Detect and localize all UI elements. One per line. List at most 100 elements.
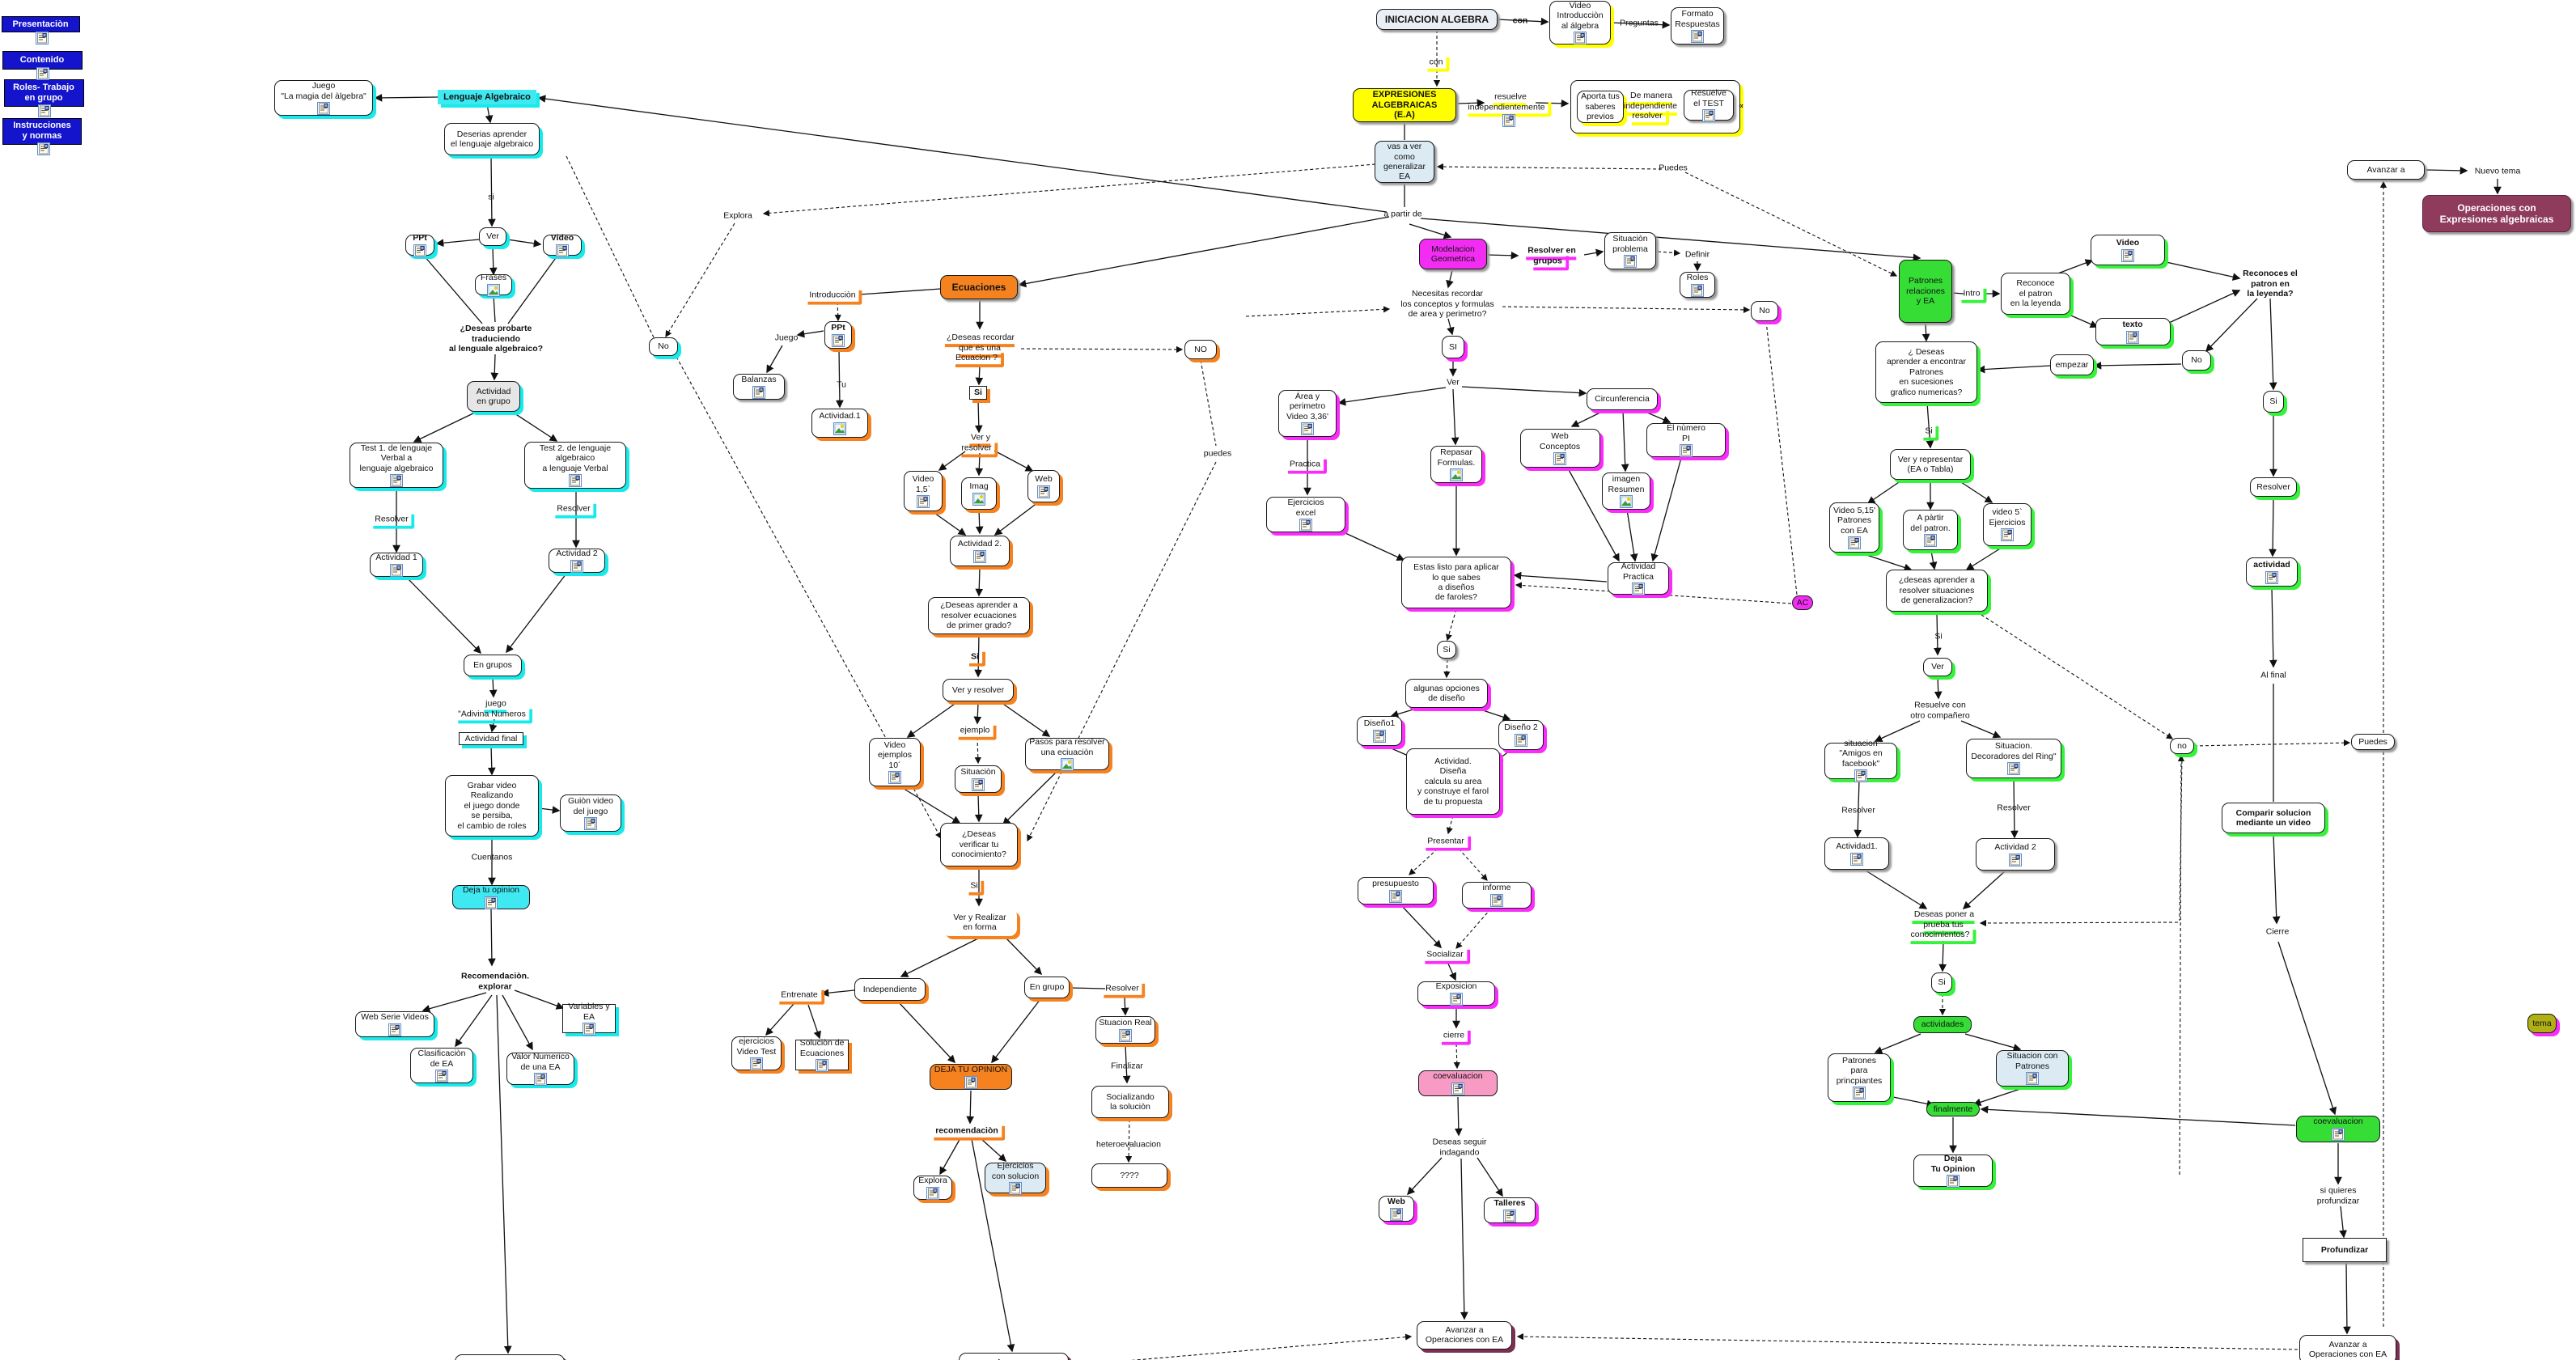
actividad-en-grupo[interactable]: Actividad en grupo <box>467 381 520 412</box>
actividades[interactable]: actividades <box>1913 1015 1972 1033</box>
doc-icon[interactable] <box>888 771 901 785</box>
doc-icon[interactable] <box>926 1186 939 1200</box>
operaciones-con-ea[interactable]: Operaciones con Expresiones algebraicas <box>2422 195 2571 232</box>
avanzar-op-ea-midright[interactable]: Avanzar a Operaciones con EA <box>1417 1320 1512 1349</box>
web-serie-videos[interactable]: Web Serie Videos <box>355 1011 434 1037</box>
deseas-encontrar-patrones[interactable]: ¿ Deseas aprender a encontrar Patrones e… <box>1875 341 1977 403</box>
doc-icon[interactable] <box>1373 729 1386 743</box>
actividad-2-left[interactable]: Actividad 2 <box>549 549 605 573</box>
informe[interactable]: informe <box>1462 881 1532 909</box>
el-numero-pi[interactable]: El nùmero PI <box>1646 423 1726 457</box>
doc-icon[interactable] <box>1702 108 1715 122</box>
presupuesto[interactable]: presupuesto <box>1358 877 1434 905</box>
interrogantes[interactable]: ???? <box>1091 1163 1167 1188</box>
reconoce-patron-leyenda[interactable]: Reconoce el patron en la leyenda <box>2001 273 2070 315</box>
doc-icon[interactable] <box>2007 761 2020 775</box>
btn-presentacion[interactable]: Presentaciòn <box>1 16 80 32</box>
doc-icon[interactable] <box>2126 330 2139 344</box>
video-515-patrones[interactable]: Video 5,15' Patrones con EA <box>1829 502 1879 553</box>
patrones-principiantes[interactable]: Patrones para princpiantes <box>1828 1053 1891 1102</box>
algunas-opciones[interactable]: algunas opciones de diseño <box>1405 679 1488 708</box>
lenguaje-algebraico[interactable]: Lenguaje Algebraico <box>438 90 536 104</box>
doc-icon[interactable] <box>1853 1087 1866 1100</box>
doc-icon[interactable] <box>752 385 765 399</box>
profundizar[interactable]: Profundizar <box>2303 1238 2387 1262</box>
doc-icon[interactable] <box>1502 114 1515 127</box>
doc-icon[interactable] <box>1574 32 1587 45</box>
doc-icon[interactable] <box>2121 248 2134 262</box>
doc-icon[interactable] <box>2026 1071 2039 1085</box>
tema-node[interactable]: tema <box>2527 1014 2557 1033</box>
image-icon[interactable] <box>487 283 500 297</box>
image-icon[interactable] <box>1061 757 1074 771</box>
avanza-op-ea-mid[interactable]: Avanza a Operaciones con EA <box>959 1353 1069 1360</box>
test2-lenguaje[interactable]: Test 2. de lenguaje algebraico a lenguaj… <box>524 442 626 489</box>
btn-roles-trabajo[interactable]: Roles- Trabajo en grupo <box>3 79 84 107</box>
roles-geo[interactable]: Roles <box>1680 272 1715 298</box>
repasar-formulas[interactable]: Repasar Formulas. <box>1430 446 1482 483</box>
doc-icon[interactable] <box>973 549 986 563</box>
doc-icon[interactable] <box>37 142 50 155</box>
actividad-1-left[interactable]: Actividad 1 <box>370 553 423 577</box>
btn-instrucciones[interactable]: Instrucciones y normas <box>2 117 82 145</box>
coevaluacion-geo[interactable]: coevaluacion <box>1418 1070 1498 1096</box>
doc-icon[interactable] <box>964 1075 977 1089</box>
avanzar-a-top[interactable]: Avanzar a <box>2347 160 2425 180</box>
doc-icon[interactable] <box>38 104 51 117</box>
si-box-ecu[interactable]: Si <box>969 385 987 400</box>
doc-icon[interactable] <box>413 244 426 257</box>
doc-icon[interactable] <box>569 474 582 488</box>
deja-tu-opinion-patrones[interactable]: Deja Tu Opinion <box>1913 1154 1993 1188</box>
doc-icon[interactable] <box>556 244 569 257</box>
circunferencia[interactable]: Circunferencia <box>1587 388 1658 410</box>
actividad1-ecu[interactable]: Actividad.1 <box>811 409 868 438</box>
doc-icon[interactable] <box>1301 422 1314 436</box>
area-perimetro-video[interactable]: Área y perimetro Video 3,36' <box>1278 390 1337 437</box>
doc-icon[interactable] <box>583 1022 595 1036</box>
formato-respuestas[interactable]: Formato Respuestas <box>1671 7 1724 44</box>
solucion-ecuaciones[interactable]: Soluciòn de Ecuaciones <box>795 1038 849 1072</box>
no-ecu[interactable]: NO <box>1184 340 1217 359</box>
doc-icon[interactable] <box>1947 1174 1960 1188</box>
doc-icon[interactable] <box>36 67 49 80</box>
web-talleres-web[interactable]: Web <box>1379 1196 1414 1222</box>
doc-icon[interactable] <box>2009 853 2022 866</box>
video-5-ejercicios[interactable]: video 5` Ejercicios <box>1983 502 2032 546</box>
imag[interactable]: Imag <box>961 477 997 510</box>
si-geo[interactable]: SI <box>1442 336 1464 358</box>
doc-icon[interactable] <box>1848 536 1861 550</box>
doc-icon[interactable] <box>1503 1209 1516 1222</box>
ejercicios-excel[interactable]: Ejercicios excel <box>1266 497 1345 532</box>
ver-y-resolver-ecu[interactable]: Ver y resolver <box>943 679 1014 701</box>
pasos-resolver[interactable]: Pasos para resolver una eciuaciòn <box>1025 737 1109 771</box>
doc-icon[interactable] <box>1389 889 1402 903</box>
valor-numerico-ea[interactable]: Valor Numerico de una EA <box>506 1052 574 1086</box>
no-patrones[interactable]: No <box>2182 350 2211 371</box>
coevaluacion-right[interactable]: coevaluacion <box>2296 1115 2380 1142</box>
test1-lenguaje[interactable]: Test 1. de lenguaje Verbal a lenguaje al… <box>350 443 443 488</box>
expresiones-algebraicas[interactable]: EXPRESIONES ALGEBRAICAS (E.A) <box>1353 88 1456 122</box>
situacion-decoradores[interactable]: Situacion. Decoradores del Ring" <box>1966 738 2061 778</box>
explora-node[interactable]: Explora <box>913 1176 952 1200</box>
doc-icon[interactable] <box>388 1023 401 1036</box>
doc-icon[interactable] <box>485 896 498 909</box>
doc-icon[interactable] <box>1515 733 1527 747</box>
avanzar-op-ea-right[interactable]: Avanzar a Operaciones con EA <box>2299 1335 2396 1360</box>
ppt-ecu[interactable]: PPt <box>824 321 852 349</box>
vas-a-ver[interactable]: vas a ver como generalizar EA <box>1375 141 1434 183</box>
clasificacion-ea[interactable]: Clasificaciòn de EA <box>410 1048 473 1083</box>
doc-icon[interactable] <box>317 101 330 115</box>
diseno1[interactable]: Diseño1 <box>1357 715 1402 746</box>
aporta-saberes[interactable]: Aporta tus saberes previos <box>1577 91 1624 123</box>
doc-icon[interactable] <box>1680 443 1693 457</box>
finalmente[interactable]: finalmente <box>1926 1102 1980 1116</box>
web-ecu[interactable]: Web <box>1027 470 1060 502</box>
image-icon[interactable] <box>833 422 846 435</box>
ac-node[interactable]: AC <box>1792 595 1813 610</box>
ppt-left[interactable]: PPt <box>405 233 434 257</box>
image-icon[interactable] <box>972 492 985 506</box>
doc-icon[interactable] <box>2332 1127 2345 1141</box>
deserias-aprender[interactable]: Deserias aprender el lenguaje algebraico <box>444 123 540 155</box>
situacion-amigos-facebook[interactable]: situacion "Amigos en facebook" <box>1824 739 1897 783</box>
avanza-op-ea-left[interactable]: Avanza a Operaciones con EA <box>455 1354 565 1360</box>
